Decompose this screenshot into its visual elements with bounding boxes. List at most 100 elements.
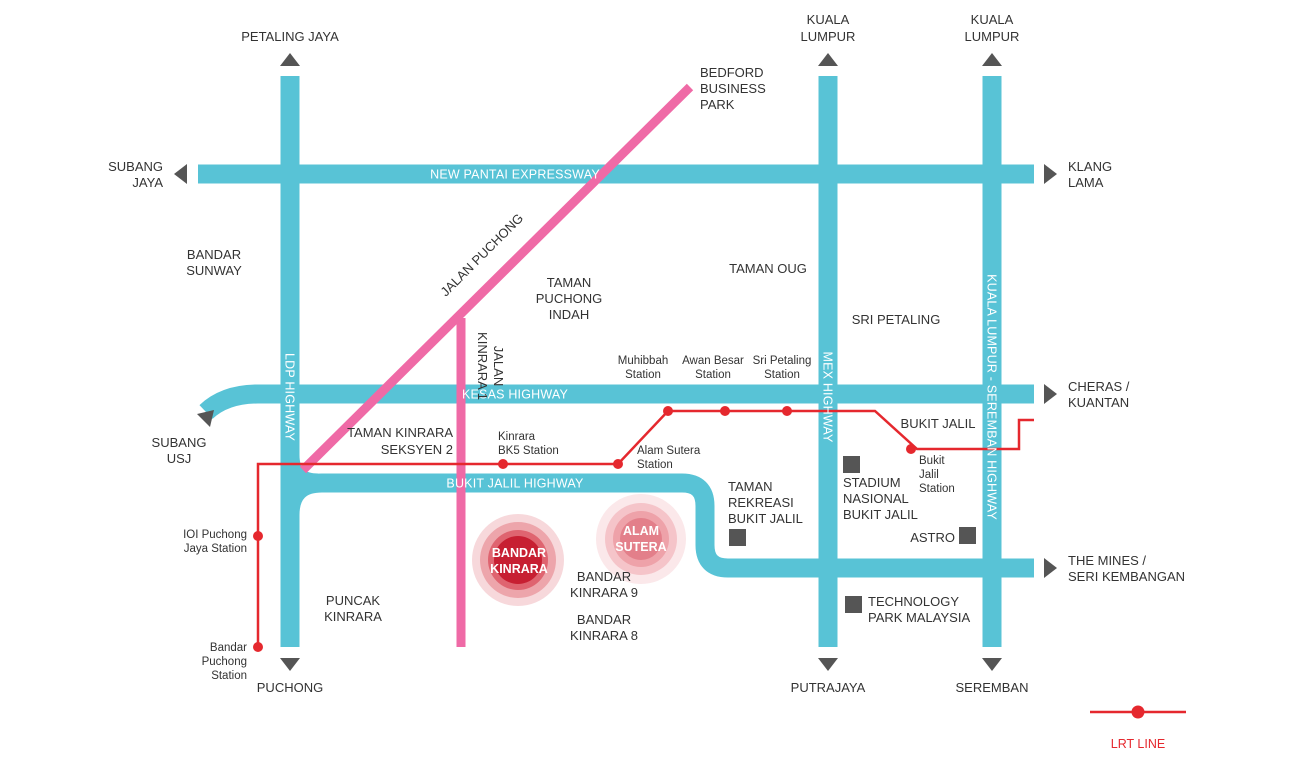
dest-kl-mex-line2: LUMPUR: [801, 29, 856, 44]
alam-sutera-label-line1: ALAM: [623, 524, 659, 538]
dest-klang-lama-line1: KLANG: [1068, 159, 1112, 174]
area-bandar-kinrara-8-line1: BANDAR: [577, 612, 631, 627]
area-taman-rekreasi-line1: TAMAN: [728, 479, 773, 494]
pink-roads: [299, 83, 694, 647]
station-bandar-puchong-line3: Station: [211, 670, 247, 682]
landmark-taman-rekreasi-icon: [729, 529, 746, 546]
arrow-right-mines-icon: [1044, 558, 1057, 578]
area-taman-puchong-indah-line2: PUCHONG: [536, 291, 602, 306]
dest-mines-line1: THE MINES /: [1068, 553, 1146, 568]
bandar-kinrara-label-line2: KINRARA: [490, 562, 548, 576]
area-astro: ASTRO: [910, 530, 955, 545]
alam-sutera-label-line2: SUTERA: [615, 540, 666, 554]
bandar-kinrara-core: [494, 536, 542, 584]
dest-cheras-line2: KUANTAN: [1068, 395, 1129, 410]
area-stadium-line2: NASIONAL: [843, 491, 909, 506]
arrow-left-subang-jaya-icon: [174, 164, 187, 184]
area-bandar-kinrara-8-line2: KINRARA 8: [570, 628, 638, 643]
dest-mines-line2: SERI KEMBANGAN: [1068, 569, 1185, 584]
station-dot-awan-besar: [720, 406, 730, 416]
arrow-up-petaling-jaya-icon: [280, 53, 300, 66]
area-technology-park-line1: TECHNOLOGY: [868, 594, 959, 609]
station-sri-petaling-line1: Sri Petaling: [753, 355, 812, 367]
area-bandar-kinrara-9-line2: KINRARA 9: [570, 585, 638, 600]
station-bukit-jalil-line1: Bukit: [919, 455, 945, 467]
arrow-up-kl-seremban-icon: [982, 53, 1002, 66]
station-dot-alam-sutera: [613, 459, 623, 469]
jalan-kinrara-1-line1: JALAN: [491, 346, 506, 386]
area-puncak-kinrara-line1: PUNCAK: [326, 593, 381, 608]
station-kinrara-bk5-line1: Kinrara: [498, 431, 536, 443]
direction-arrows: [174, 53, 1057, 671]
station-awan-besar-line2: Station: [695, 369, 731, 381]
legend-lrt-label: LRT LINE: [1111, 737, 1165, 751]
arrow-down-putrajaya-icon: [818, 658, 838, 671]
area-puncak-kinrara-line2: KINRARA: [324, 609, 382, 624]
jalan-kinrara-1-line2: KINRARA 1: [475, 332, 490, 400]
arrow-right-klang-lama-icon: [1044, 164, 1057, 184]
highlight-alam-sutera: ALAM SUTERA: [596, 494, 686, 584]
dest-kl-mex-line1: KUALA: [807, 12, 850, 27]
area-taman-puchong-indah-line3: INDAH: [549, 307, 589, 322]
lrt-stations: [253, 406, 916, 652]
dest-kl-seremban-line1: KUALA: [971, 12, 1014, 27]
lrt-track: [256, 409, 1034, 647]
landmarks: [729, 456, 976, 613]
legend-lrt-dot-icon: [1131, 705, 1145, 719]
dest-subang-jaya-line2: JAYA: [132, 175, 163, 190]
arrow-up-kl-mex-icon: [818, 53, 838, 66]
station-bandar-puchong-line2: Puchong: [202, 656, 247, 668]
legend: LRT LINE: [1090, 705, 1186, 751]
dest-seremban: SEREMBAN: [956, 680, 1029, 695]
highlight-bandar-kinrara: BANDAR KINRARA: [472, 514, 564, 606]
area-sri-petaling: SRI PETALING: [852, 312, 941, 327]
road-label-ldp: LDP HIGHWAY: [283, 353, 297, 442]
area-taman-rekreasi-line2: REKREASI: [728, 495, 794, 510]
station-sri-petaling-line2: Station: [764, 369, 800, 381]
ldp-junction-curve: [280, 454, 319, 493]
arrow-down-puchong-icon: [280, 658, 300, 671]
dest-petaling-jaya: PETALING JAYA: [241, 29, 339, 44]
station-kinrara-bk5-line2: BK5 Station: [498, 445, 559, 457]
arrow-right-cheras-icon: [1044, 384, 1057, 404]
station-ioi-puchong-line1: IOI Puchong: [183, 529, 247, 541]
area-bandar-kinrara-9-line1: BANDAR: [577, 569, 631, 584]
station-dot-ioi-puchong: [253, 531, 263, 541]
area-taman-kinrara-line2: SEKSYEN 2: [381, 442, 453, 457]
landmark-technology-park-icon: [845, 596, 862, 613]
highways: [198, 76, 1034, 647]
road-label-kl-seremban: KUALA LUMPUR - SEREMBAN HIGHWAY: [985, 274, 999, 520]
station-ioi-puchong-line2: Jaya Station: [184, 543, 247, 555]
station-bukit-jalil-line2: Jalil: [919, 469, 939, 481]
station-dot-muhibbah: [663, 406, 673, 416]
station-awan-besar-line1: Awan Besar: [682, 355, 744, 367]
station-alam-sutera-line2: Station: [637, 459, 673, 471]
road-label-jalan-puchong: JALAN PUCHONG: [437, 210, 526, 299]
station-dot-kinrara-bk5: [498, 459, 508, 469]
alam-sutera-core: [620, 518, 662, 560]
dest-bedford-line1: BEDFORD: [700, 65, 764, 80]
station-dot-sri-petaling: [782, 406, 792, 416]
area-taman-puchong-indah-line1: TAMAN: [547, 275, 592, 290]
area-taman-rekreasi-line3: BUKIT JALIL: [728, 511, 803, 526]
road-label-kesas: KESAS HIGHWAY: [462, 388, 569, 402]
area-bandar-sunway-line1: BANDAR: [187, 247, 241, 262]
dest-puchong: PUCHONG: [257, 680, 323, 695]
dest-cheras-line1: CHERAS /: [1068, 379, 1130, 394]
road-label-new-pantai: NEW PANTAI EXPRESSWAY: [430, 168, 600, 182]
road-label-jalan-kinrara-1: JALAN KINRARA 1: [475, 332, 506, 400]
landmark-astro-icon: [959, 527, 976, 544]
area-stadium-line1: STADIUM: [843, 475, 901, 490]
station-muhibbah-line1: Muhibbah: [618, 355, 669, 367]
dest-subang-usj-line2: USJ: [167, 451, 192, 466]
bandar-kinrara-label-line1: BANDAR: [492, 546, 546, 560]
area-technology-park-line2: PARK MALAYSIA: [868, 610, 970, 625]
dest-bedford-line2: BUSINESS: [700, 81, 766, 96]
kesas-highway: [199, 384, 1034, 420]
area-taman-kinrara-line1: TAMAN KINRARA: [347, 425, 453, 440]
area-bukit-jalil: BUKIT JALIL: [901, 416, 976, 431]
station-bandar-puchong-line1: Bandar: [210, 642, 247, 654]
arrow-subang-usj-icon: [197, 410, 214, 427]
station-alam-sutera-line1: Alam Sutera: [637, 445, 701, 457]
